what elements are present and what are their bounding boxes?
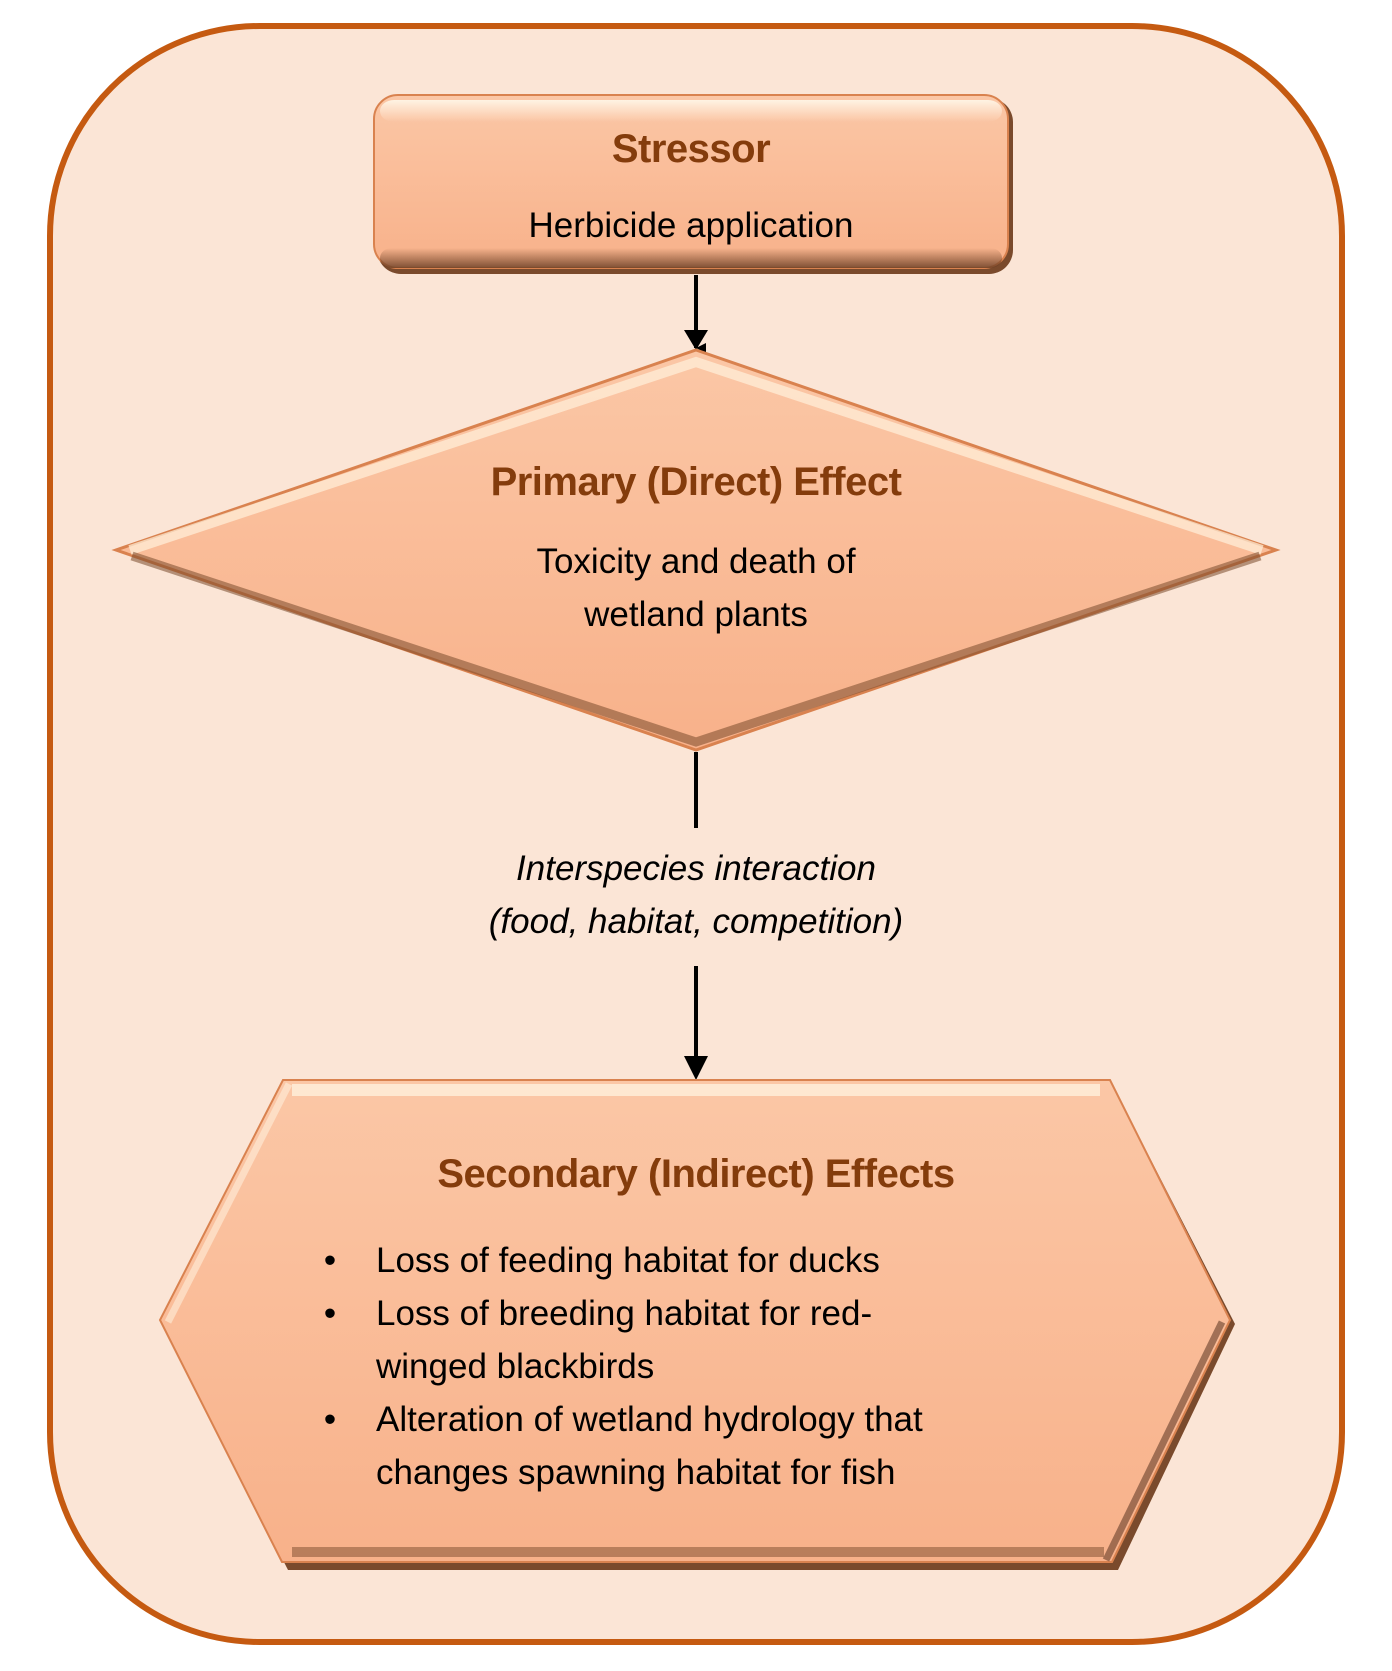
stressor-description: Herbicide application [528,206,854,245]
primary-effect-title: Primary (Direct) Effect [490,460,902,504]
interaction-label-line1: Interspecies interaction [516,849,876,888]
bullet-icon: • [323,1400,337,1439]
secondary-effect-item: • Alteration of wetland hydrology that c… [320,1393,1056,1499]
arrowhead-1 [684,330,708,350]
secondary-effect-text: Loss of feeding habitat for ducks [376,1241,880,1280]
secondary-effects-list: • Loss of feeding habitat for ducks • Lo… [320,1234,1056,1499]
arrowhead-3 [684,1056,708,1080]
interaction-label-line2: (food, habitat, competition) [488,902,904,941]
primary-effect-diamond [111,348,1281,752]
stressor-title: Stressor [611,127,771,171]
secondary-effect-item: • Loss of breeding habitat for red- wing… [320,1287,1056,1393]
secondary-effect-text-continued: winged blackbirds [376,1347,655,1386]
secondary-effect-text: Alteration of wetland hydrology that [376,1400,923,1439]
secondary-effect-item: • Loss of feeding habitat for ducks [320,1234,1056,1287]
secondary-effect-text: Loss of breeding habitat for red- [376,1294,873,1333]
secondary-effects-title: Secondary (Indirect) Effects [437,1152,955,1196]
secondary-effect-text-continued: changes spawning habitat for fish [376,1453,896,1492]
bullet-icon: • [323,1294,337,1333]
primary-effect-description-line2: wetland plants [584,595,808,634]
stressor-box [373,94,1013,274]
primary-effect-description-line1: Toxicity and death of [536,542,856,581]
secondary-effects-hexagon [158,1079,1235,1570]
bullet-icon: • [323,1241,337,1280]
